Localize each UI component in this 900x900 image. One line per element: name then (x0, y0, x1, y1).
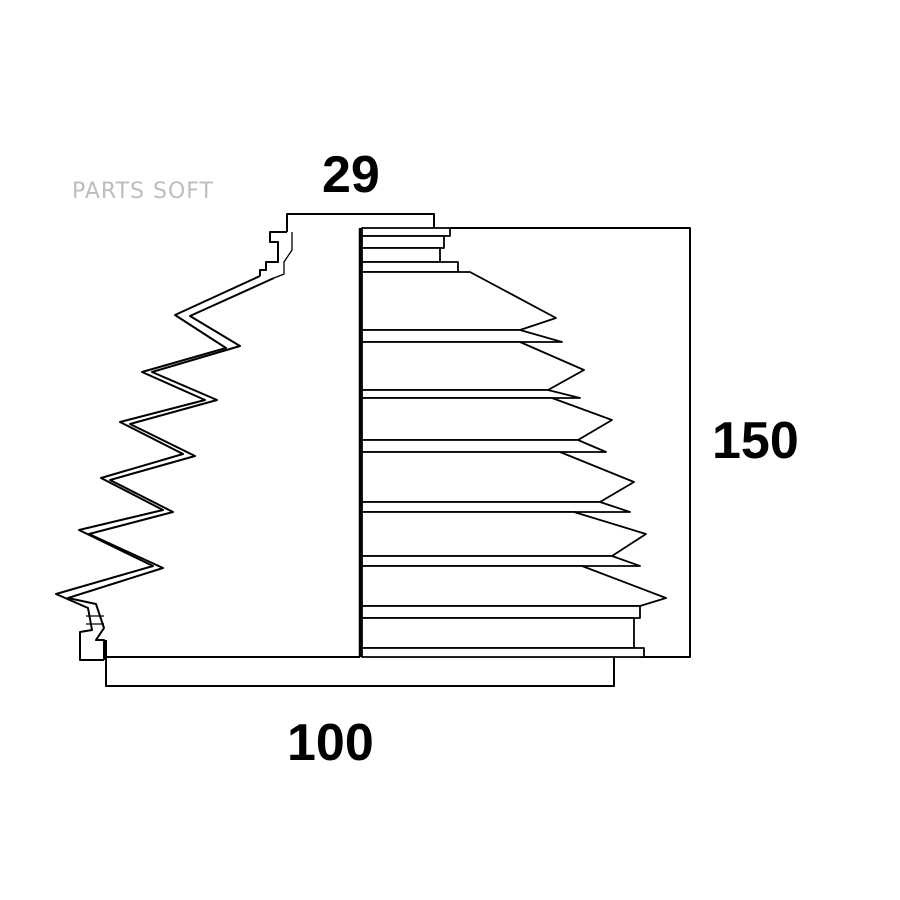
bottom-diameter-label: 100 (287, 714, 374, 772)
boot-exterior-right (361, 227, 667, 658)
height-label: 150 (712, 412, 799, 470)
top-dimension-line (286, 213, 435, 232)
watermark-text: PARTS SOFT (72, 179, 214, 204)
boot-section-left (55, 231, 293, 661)
bottom-dimension-line (105, 640, 615, 687)
top-diameter-label: 29 (322, 146, 380, 204)
height-dimension-line (450, 227, 691, 658)
